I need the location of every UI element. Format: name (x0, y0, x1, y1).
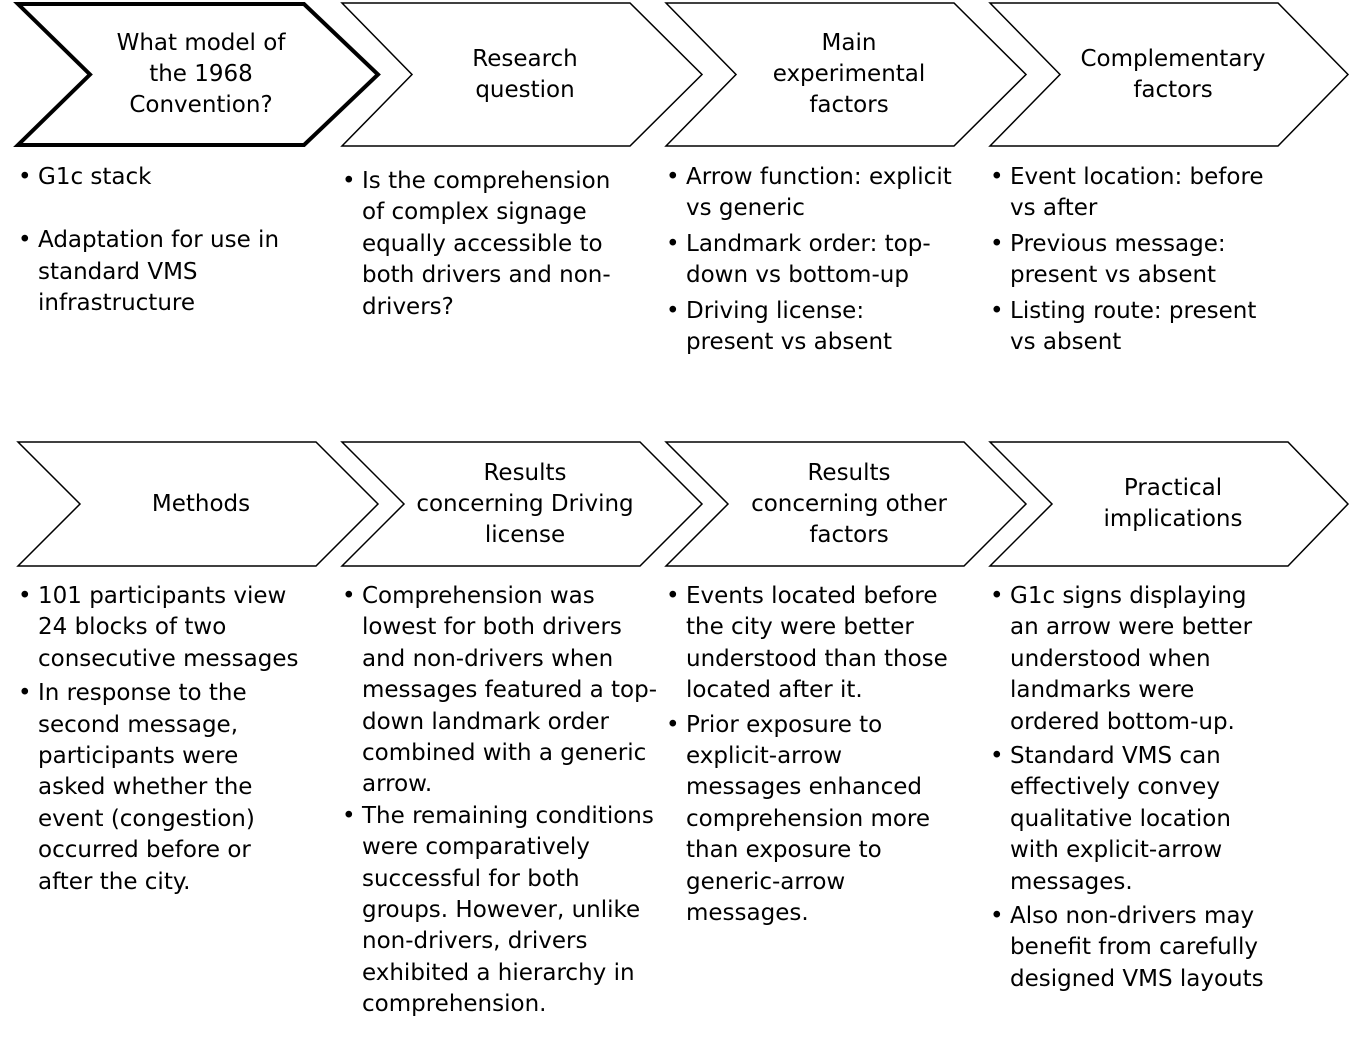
bullet-item: G1c signs displaying an arrow were bette… (990, 581, 1290, 738)
bullet-item: 101 participants view 24 blocks of two c… (18, 581, 318, 675)
bullet-item: Listing route: present vs absent (990, 296, 1280, 359)
chevron-shape (340, 2, 704, 147)
bullet-list-research-question: Is the comprehension of complex signage … (342, 166, 632, 323)
chevron-shape (13, 2, 381, 147)
chevron-shape (664, 441, 1028, 567)
chevron-title: Practical implications (1103, 475, 1243, 532)
bullet-item: Driving license: present vs absent (666, 296, 956, 359)
chevron-shape (340, 441, 704, 567)
bullet-item: G1c stack (18, 162, 323, 194)
chevron-shape (988, 441, 1350, 567)
bullet-list-main-factors: Arrow function: explicit vs generic Land… (666, 162, 956, 358)
chevron-title: Results concerning other factors (751, 459, 947, 548)
chevron-shape (16, 441, 380, 567)
bullet-list-complementary-factors: Event location: before vs after Previous… (990, 162, 1280, 358)
chevron-step-7-results-other-factors: Results concerning other factors (664, 441, 1029, 567)
chevron-title: Complementary factors (1080, 45, 1266, 103)
bullet-item: Adaptation for use in standard VMS infra… (18, 225, 323, 319)
chevron-title: Research question (472, 45, 578, 103)
bullet-list-results-driving-license: Comprehension was lowest for both driver… (342, 581, 664, 1021)
bullet-list-methods: 101 participants view 24 blocks of two c… (18, 581, 318, 898)
bullet-item: Previous message: present vs absent (990, 229, 1280, 292)
chevron-step-5-methods: Methods (16, 441, 381, 567)
chevron-shape (988, 2, 1350, 147)
chevron-title: What model of the 1968 Convention? (116, 30, 286, 118)
bullet-list-model: G1c stack Adaptation for use in standard… (18, 162, 323, 320)
bullet-item: Events located before the city were bett… (666, 581, 956, 707)
bullet-item: Is the comprehension of complex signage … (342, 166, 632, 323)
bullet-list-results-other-factors: Events located before the city were bett… (666, 581, 956, 929)
chevron-step-2-research-question: Research question (340, 2, 705, 147)
chevron-step-8-practical-implications: Practical implications (988, 441, 1351, 567)
chevron-step-1-model: What model of the 1968 Convention? (13, 2, 382, 147)
chevron-step-6-results-driving-license: Results concerning Driving license (340, 441, 705, 567)
bullet-item: Event location: before vs after (990, 162, 1280, 225)
bullet-item: Arrow function: explicit vs generic (666, 162, 956, 225)
bullet-item: Comprehension was lowest for both driver… (342, 581, 664, 801)
bullet-item: Also non-drivers may benefit from carefu… (990, 901, 1290, 995)
chevron-step-3-main-factors: Main experimental factors (664, 2, 1029, 147)
chevron-step-4-complementary-factors: Complementary factors (988, 2, 1351, 147)
chevron-title: Main experimental factors (772, 30, 926, 118)
bullet-item: Standard VMS can effectively convey qual… (990, 741, 1290, 898)
chevron-title: Methods (151, 490, 251, 517)
bullet-item: The remaining conditions were comparativ… (342, 801, 664, 1021)
bullet-item: Prior exposure to explicit-arrow message… (666, 710, 956, 930)
bullet-list-practical-implications: G1c signs displaying an arrow were bette… (990, 581, 1290, 995)
chevron-title: Results concerning Driving license (416, 459, 634, 548)
bullet-item: In response to the second message, parti… (18, 678, 318, 898)
chevron-shape (664, 2, 1028, 147)
bullet-item: Landmark order: top-down vs bottom-up (666, 229, 956, 292)
